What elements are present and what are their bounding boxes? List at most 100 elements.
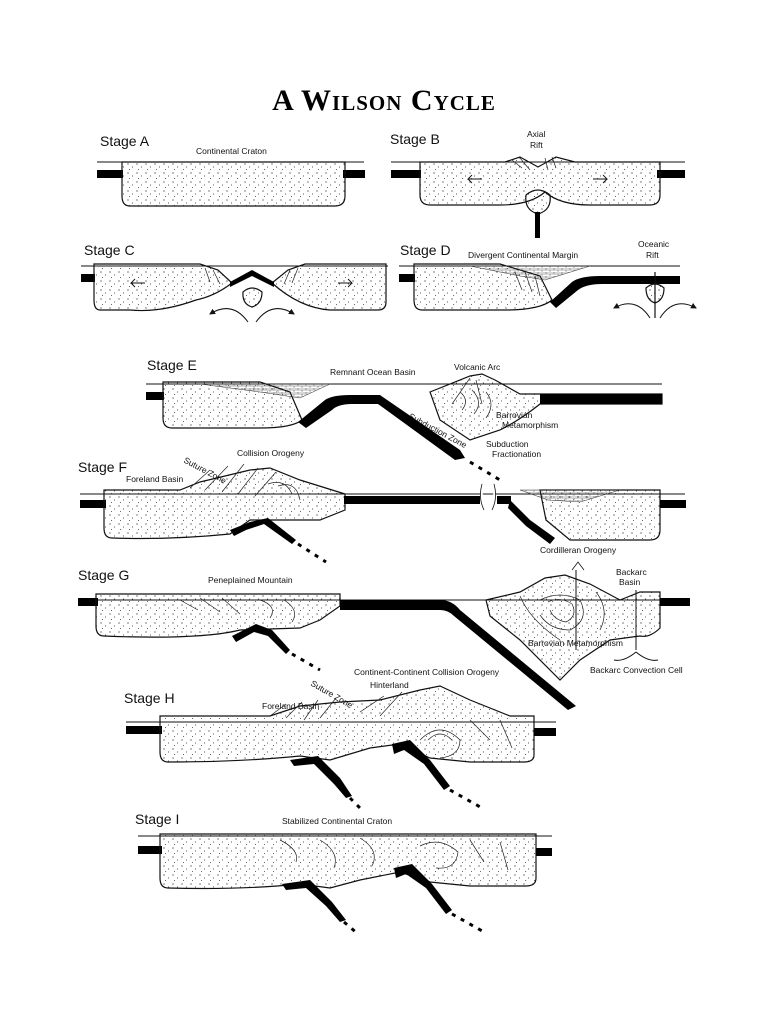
stage-b-note-rift: Rift — [530, 140, 543, 150]
arc-metamorphic-foliation — [451, 377, 492, 419]
oceanic-plate-mid — [344, 496, 480, 504]
hinterland-slab-continuation — [449, 788, 483, 810]
convection-arrow-left-icon — [209, 308, 249, 323]
stage-g: Stage G Cordilleran Orogeny Peneplained … — [78, 545, 690, 710]
rift-faults — [511, 156, 557, 171]
stage-d-note-oceanic: Oceanic — [638, 239, 670, 249]
right-spreading-arrow-icon — [338, 278, 354, 288]
rift-margin-faults — [204, 267, 299, 285]
relict-orogen-structures — [279, 837, 509, 871]
stage-f-note-collision-orogeny: Collision Orogeny — [237, 448, 305, 458]
stage-g-note-backarc-convection-cell: Backarc Convection Cell — [590, 665, 683, 675]
stage-b-note-axial: Axial — [527, 129, 546, 139]
stage-c-label: Stage C — [84, 242, 135, 258]
thrust-faults — [189, 463, 301, 501]
sediment-wedge — [519, 489, 621, 503]
slab-continuation — [297, 542, 327, 564]
oceanic-plate-left — [80, 500, 106, 508]
margin-faults — [514, 271, 541, 297]
volcanic-arc-crust — [429, 373, 663, 441]
magma-chamber — [242, 287, 263, 308]
backarc-convection-icon — [613, 651, 659, 661]
stage-g-label: Stage G — [78, 567, 129, 583]
foreland-slab-remnant — [290, 756, 352, 798]
margin-plate-bend — [508, 500, 555, 544]
left-spreading-arrow-icon — [466, 174, 482, 184]
oceanic-plate-left — [391, 170, 421, 178]
stage-i: Stage I Stabilized Continental Craton — [135, 811, 552, 936]
stage-a: Stage A Continental Craton — [97, 133, 365, 207]
collision-orogen — [103, 467, 346, 540]
sediment-wedge — [469, 265, 591, 281]
convection-arrow-right-icon — [255, 308, 295, 323]
volcano-peak-icon — [571, 561, 585, 571]
oceanic-lithosphere — [550, 276, 680, 308]
diagram-break — [480, 483, 496, 511]
stage-d: Stage D Divergent Continental Margin Oce… — [399, 239, 697, 319]
passive-margin-continent-right — [539, 489, 661, 541]
stage-d-label: Stage D — [400, 242, 451, 258]
craton-slab-remnant-left — [282, 880, 346, 922]
peneplained-continent — [95, 593, 341, 638]
stage-a-note-continental-craton: Continental Craton — [196, 146, 267, 156]
oceanic-plate-left — [97, 170, 123, 178]
stage-f: Stage F Collision Orogeny Suture Zone Fo… — [78, 448, 686, 564]
continental-craton — [121, 161, 346, 207]
diverging-continent-left — [93, 263, 233, 312]
oceanic-plate-left — [138, 846, 162, 854]
stage-i-note-stabilized-craton: Stabilized Continental Craton — [282, 816, 392, 826]
hinterland-slab-remnant — [392, 740, 450, 790]
stage-h-note-hinterland: Hinterland — [370, 680, 409, 690]
sediment-wedge — [199, 383, 331, 399]
stage-g-note-backarc: Backarc — [616, 567, 647, 577]
oceanic-plate-left — [146, 392, 164, 400]
eroded-orogen-structure — [179, 597, 295, 623]
stage-d-note-rift: Rift — [646, 250, 659, 260]
stage-b-label: Stage B — [390, 131, 440, 147]
oceanic-plate-left — [78, 598, 98, 606]
oceanic-plate-left — [399, 274, 415, 282]
convection-arrow-right-icon — [659, 302, 697, 319]
magma-plume — [525, 189, 551, 215]
stage-g-note-basin: Basin — [619, 577, 641, 587]
stage-a-label: Stage A — [100, 133, 150, 149]
stage-f-note-foreland-basin: Foreland Basin — [126, 474, 183, 484]
slab-continuation-left — [343, 920, 359, 936]
stage-e-note-remnant-ocean-basin: Remnant Ocean Basin — [330, 367, 416, 377]
stage-e-note-fractionation: Fractionation — [492, 449, 541, 459]
subduction-continuation — [469, 460, 501, 482]
stage-f-label: Stage F — [78, 459, 127, 475]
oceanic-plate-right — [657, 170, 685, 178]
stage-h-label: Stage H — [124, 690, 175, 706]
old-slab-continuation — [291, 652, 321, 672]
oceanic-plate-right — [660, 598, 690, 606]
stage-b: Stage B Axial Rift — [390, 129, 685, 238]
stage-e-label: Stage E — [147, 357, 197, 373]
cordilleran-arc-crust — [485, 574, 661, 681]
stage-h-note-foreland-basin: Foreland Basin — [262, 701, 319, 711]
oceanic-plate-right — [536, 848, 552, 856]
oceanic-plate-right-segment — [497, 496, 511, 504]
left-spreading-arrow-icon — [129, 278, 145, 288]
craton-slab-remnant-right — [394, 864, 452, 914]
oceanic-plate-right — [660, 500, 686, 508]
oceanic-plate-left — [126, 726, 162, 734]
stage-g-note-cordilleran-orogeny: Cordilleran Orogeny — [540, 545, 617, 555]
subducting-oceanic-plate — [298, 395, 465, 460]
stage-e: Stage E Remnant Ocean Basin Volcanic Arc… — [146, 357, 663, 482]
stage-e-note-subduction: Subduction — [486, 439, 529, 449]
stage-g-note-peneplained-mountain: Peneplained Mountain — [208, 575, 293, 585]
foreland-slab-continuation — [348, 796, 364, 812]
page-title: A Wilson Cycle — [272, 84, 496, 117]
magma-conduit — [535, 212, 540, 238]
stretched-continent — [419, 156, 661, 206]
new-oceanic-crust — [230, 270, 274, 287]
stage-c: Stage C — [81, 242, 388, 323]
right-spreading-arrow-icon — [593, 174, 609, 184]
thrust-and-fold-structures — [269, 691, 513, 759]
old-slab-remnant — [232, 624, 290, 654]
oceanic-plate-right — [343, 170, 365, 178]
oceanic-plate-left — [81, 274, 95, 282]
stage-i-label: Stage I — [135, 811, 179, 827]
